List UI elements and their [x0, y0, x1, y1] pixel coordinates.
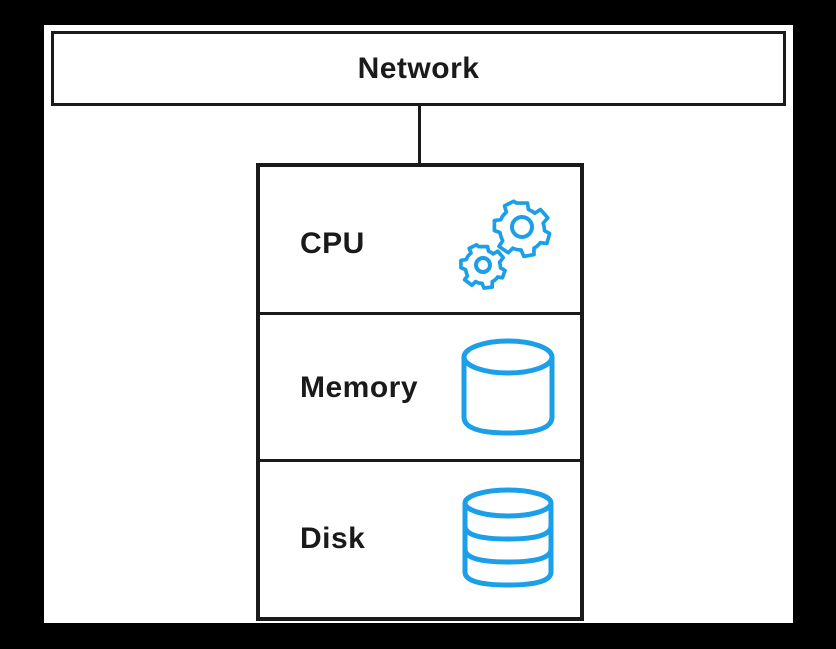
network-server-connector: [418, 106, 421, 165]
server-box: CPU Memory: [256, 163, 584, 621]
cylinder-icon: [461, 338, 555, 436]
section-divider: [260, 312, 580, 315]
disk-section: Disk: [260, 462, 580, 617]
database-icon: [462, 487, 554, 588]
network-box: Network: [51, 31, 786, 106]
cpu-section: CPU: [260, 167, 580, 313]
gears-icon: [459, 199, 552, 290]
cpu-label: CPU: [300, 227, 365, 260]
diagram-canvas: Network CPU Memory: [44, 25, 793, 623]
section-divider: [260, 459, 580, 462]
disk-label: Disk: [300, 522, 366, 555]
memory-label: Memory: [300, 371, 419, 404]
memory-section: Memory: [260, 315, 580, 460]
network-label: Network: [357, 51, 480, 85]
